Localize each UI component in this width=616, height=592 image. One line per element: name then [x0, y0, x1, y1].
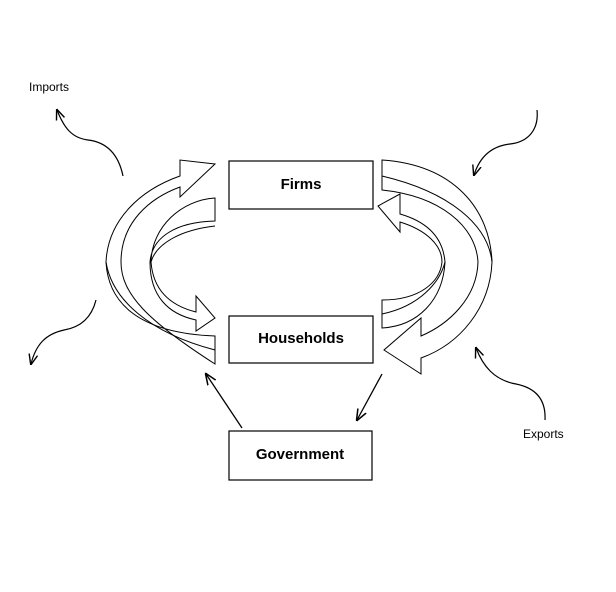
households-to-government-arrow	[357, 373, 383, 420]
inner-left-guide-curve	[150, 225, 216, 263]
government-to-households-arrow	[206, 374, 243, 429]
outer-right-flow-arrow	[381, 159, 493, 375]
exports-curl-arrow	[476, 348, 546, 421]
government-box: Government	[228, 430, 373, 481]
imports-label: Imports	[29, 80, 69, 94]
inner-left-flow-arrow	[149, 197, 216, 332]
upper-right-curl-arrow	[474, 109, 538, 175]
outer-left-flow-arrow	[105, 159, 217, 365]
firms-box: Firms	[228, 160, 374, 210]
firms-label: Firms	[281, 176, 322, 193]
government-label: Government	[256, 446, 344, 463]
inner-right-flow-arrow	[377, 193, 446, 329]
imports-curl-arrow	[57, 110, 124, 177]
households-label: Households	[258, 330, 344, 347]
outer-right-guide-curve	[381, 175, 493, 263]
outer-left-guide-curve	[105, 261, 216, 351]
lower-left-curl-arrow	[31, 299, 97, 364]
households-box: Households	[228, 315, 374, 364]
exports-label: Exports	[523, 427, 564, 441]
inner-right-guide-curve	[381, 261, 446, 315]
